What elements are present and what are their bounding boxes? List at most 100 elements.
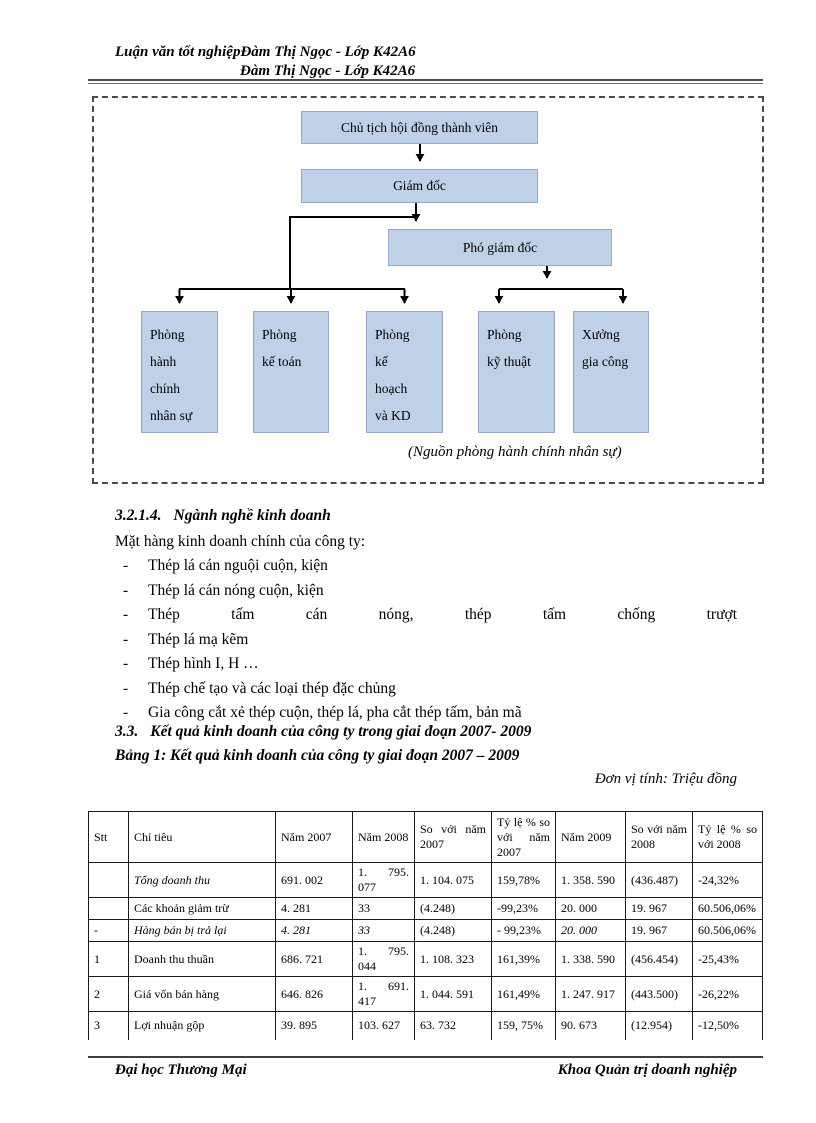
- bullet-text: Thép lá cán nóng cuộn, kiện: [148, 581, 324, 599]
- value-cell: -26,22%: [692, 976, 763, 1012]
- value-cell: 4. 281: [275, 919, 353, 942]
- value-cell: 1. 691. 417: [352, 976, 415, 1012]
- bullet-marker: -: [123, 630, 129, 648]
- value-cell: 19. 967: [625, 919, 693, 942]
- column-header: Năm 2008: [352, 811, 415, 863]
- value-cell: 63. 732: [414, 1011, 492, 1040]
- bullet-marker: -: [123, 679, 129, 697]
- value-cell: 1. 338. 590: [555, 941, 626, 977]
- bullet-marker: -: [123, 557, 129, 574]
- value-cell: 1. 044. 591: [414, 976, 492, 1012]
- org-node-workshop: Xưởng gia công: [573, 311, 649, 433]
- footer-divider: [88, 1056, 763, 1058]
- value-cell: 159, 75%: [491, 1011, 556, 1040]
- indicator-cell: Tổng doanh thu: [128, 862, 276, 898]
- section-heading-number: 3.2.1.4.: [115, 507, 162, 524]
- footer-left: Đại học Thương Mại: [115, 1062, 247, 1078]
- value-cell: 90. 673: [555, 1011, 626, 1040]
- stt-cell: 3: [88, 1011, 129, 1040]
- indicator-cell: Doanh thu thuần: [128, 941, 276, 977]
- value-cell: 1. 795. 044: [352, 941, 415, 977]
- bullet-marker: -: [123, 581, 129, 599]
- value-cell: 60.506,06%: [692, 919, 763, 942]
- stt-cell: 2: [88, 976, 129, 1012]
- org-node-dept-planning: Phòng kế hoạch và KD: [366, 311, 443, 433]
- value-cell: 1. 358. 590: [555, 862, 626, 898]
- indicator-cell: Hàng bán bị trả lại: [128, 919, 276, 942]
- column-header: Tỷ lệ % so với 2008: [692, 811, 763, 863]
- value-cell: 159,78%: [491, 862, 556, 898]
- bullet-item: - Thép chế tạo và các loại thép đặc chủng: [115, 680, 737, 705]
- value-cell: (443.500): [625, 976, 693, 1012]
- table-title: Bảng 1: Kết quả kinh doanh của công ty g…: [115, 747, 520, 764]
- footer-right: Khoa Quản trị doanh nghiệp: [557, 1062, 737, 1078]
- org-node-dept-hr: Phòng hành chính nhân sự: [141, 311, 218, 433]
- org-node-director: Giám đốc: [301, 169, 538, 203]
- results-heading-number: 3.3.: [115, 723, 139, 740]
- bullet-marker: -: [123, 704, 129, 721]
- value-cell: 33: [352, 897, 415, 920]
- value-cell: 646. 826: [275, 976, 353, 1012]
- value-cell: (12.954): [625, 1011, 693, 1040]
- org-chart: Chủ tịch hội đồng thành viên Giám đốc Ph…: [92, 96, 764, 484]
- bullet-text: Thép lá mạ kẽm: [148, 630, 249, 648]
- stt-cell: -: [88, 919, 129, 942]
- section-intro: Mặt hàng kinh doanh chính của công ty:: [115, 533, 366, 550]
- indicator-cell: Lợi nhuận gộp: [128, 1011, 276, 1040]
- value-cell: -99,23%: [491, 897, 556, 920]
- value-cell: -12,50%: [692, 1011, 763, 1040]
- bullet-text: Gia công cắt xẻ thép cuộn, thép lá, pha …: [148, 704, 522, 721]
- bullet-list: - Thép lá cán nguội cuộn, kiện - Thép lá cá…: [115, 557, 737, 729]
- results-heading-text: Kết quả kinh doanh của công ty trong gia…: [150, 723, 532, 740]
- stt-cell: 1: [88, 941, 129, 977]
- org-node-chairman: Chủ tịch hội đồng thành viên: [301, 111, 538, 144]
- value-cell: 686. 721: [275, 941, 353, 977]
- stt-cell: [88, 897, 129, 920]
- value-cell: (436.487): [625, 862, 693, 898]
- value-cell: (456.454): [625, 941, 693, 977]
- column-header: Chỉ tiêu: [128, 811, 276, 863]
- running-header-line2: Đàm Thị Ngọc - Lớp K42A6: [240, 63, 416, 79]
- bullet-marker: -: [123, 655, 129, 672]
- bullet-text: Thép tấm cán nóng, thép tấm chống trượt: [148, 606, 737, 623]
- section-heading-results: 3.3. Kết quả kinh doanh của công ty trong…: [115, 723, 531, 741]
- bullet-text: Thép chế tạo và các loại thép đặc chủng: [148, 679, 396, 697]
- value-cell: 1. 104. 075: [414, 862, 492, 898]
- bullet-item: - Thép lá cán nguội cuộn, kiện: [115, 557, 737, 582]
- bullet-item: - Thép lá mạ kẽm: [115, 631, 737, 656]
- bullet-text: Thép hình I, H …: [148, 655, 259, 672]
- section-heading-business-lines: 3.2.1.4. Ngành nghề kinh doanh: [115, 507, 331, 525]
- value-cell: 1. 247. 917: [555, 976, 626, 1012]
- org-chart-source-note: (Nguồn phòng hành chính nhân sự): [408, 444, 622, 460]
- column-header: So với năm 2008: [625, 811, 693, 863]
- bullet-item: - Thép hình I, H …: [115, 655, 737, 680]
- bullet-item: - Thép lá cán nóng cuộn, kiện: [115, 582, 737, 607]
- indicator-cell: Giá vốn bán hàng: [128, 976, 276, 1012]
- value-cell: 19. 967: [625, 897, 693, 920]
- value-cell: 4. 281: [275, 897, 353, 920]
- value-cell: 691. 002: [275, 862, 353, 898]
- bullet-text: Thép lá cán nguội cuộn, kiện: [148, 557, 328, 574]
- section-heading-text: Ngành nghề kinh doanh: [173, 507, 331, 524]
- column-header: Năm 2007: [275, 811, 353, 863]
- org-node-dept-technical: Phòng kỹ thuật: [478, 311, 555, 433]
- value-cell: 161,39%: [491, 941, 556, 977]
- value-cell: 20. 000: [555, 919, 626, 942]
- value-cell: -24,32%: [692, 862, 763, 898]
- running-header-line1: Luận văn tốt nghiệpĐàm Thị Ngọc - Lớp K4…: [115, 44, 416, 60]
- indicator-cell: Các khoản giảm trừ: [128, 897, 276, 920]
- value-cell: 1. 795. 077: [352, 862, 415, 898]
- value-cell: 20. 000: [555, 897, 626, 920]
- bullet-item: - Gia công cắt xẻ thép cuộn, thép lá, pha…: [115, 704, 737, 729]
- column-header: Tỷ lệ % so với năm 2007: [491, 811, 556, 863]
- value-cell: 161,49%: [491, 976, 556, 1012]
